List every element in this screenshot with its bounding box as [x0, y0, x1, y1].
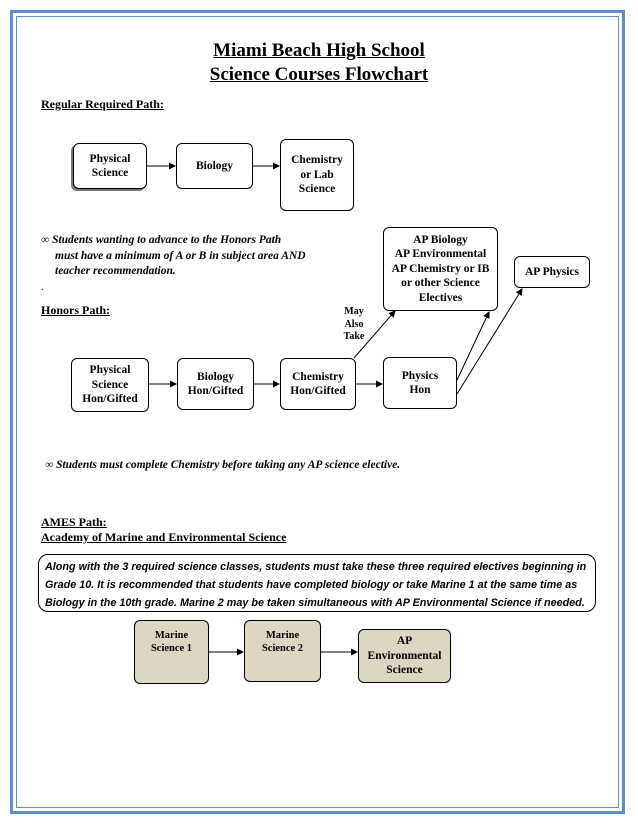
honors-physics-box: Physics Hon — [383, 357, 457, 409]
honors-chemistry-box: Chemistry Hon/Gifted — [280, 358, 356, 410]
ap-physics-box: AP Physics — [514, 256, 590, 288]
honors-path-label: Honors Path: — [41, 303, 110, 317]
ames-academy-label: Academy of Marine and Environmental Scie… — [41, 530, 287, 544]
honors-requirement-note-line1: ∞ Students wanting to advance to the Hon… — [41, 234, 282, 246]
ames-requirements-callout: Along with the 3 required science classe… — [38, 554, 596, 612]
regular-path-label: Regular Required Path: — [41, 97, 164, 111]
arrow-physics-to-ap-physics — [456, 288, 523, 395]
flowchart-title: Science Courses Flowchart — [209, 64, 429, 85]
regular-biology-box: Biology — [176, 143, 253, 189]
marine-science-2-box: Marine Science 2 — [244, 620, 321, 682]
honors-biology-box: Biology Hon/Gifted — [177, 358, 254, 410]
page-border-outer — [10, 10, 625, 814]
stray-dot: . — [41, 282, 44, 293]
regular-chemistry-box: Chemistry or Lab Science — [280, 139, 354, 211]
chemistry-before-ap-note: ∞ Students must complete Chemistry befor… — [45, 459, 401, 471]
regular-physical-science-box: Physical Science — [73, 143, 147, 189]
honors-physical-science-box: Physical Science Hon/Gifted — [71, 358, 149, 412]
arrow-chemistry-to-ap-electives — [353, 310, 396, 359]
school-title: Miami Beach High School — [213, 40, 425, 61]
marine-science-1-box: Marine Science 1 — [134, 620, 209, 684]
ap-electives-box: AP Biology AP Environmental AP Chemistry… — [383, 227, 498, 311]
ames-path-label: AMES Path: — [41, 515, 107, 529]
honors-requirement-note-line3: teacher recommendation. — [55, 265, 176, 277]
ap-environmental-science-box: AP Environmental Science — [358, 629, 451, 683]
honors-requirement-note-line2: must have a minimum of A or B in subject… — [55, 250, 306, 262]
page-border-inner — [16, 16, 619, 808]
arrow-physics-to-ap-electives — [456, 311, 490, 381]
may-also-take-label: May Also Take — [343, 306, 365, 342]
